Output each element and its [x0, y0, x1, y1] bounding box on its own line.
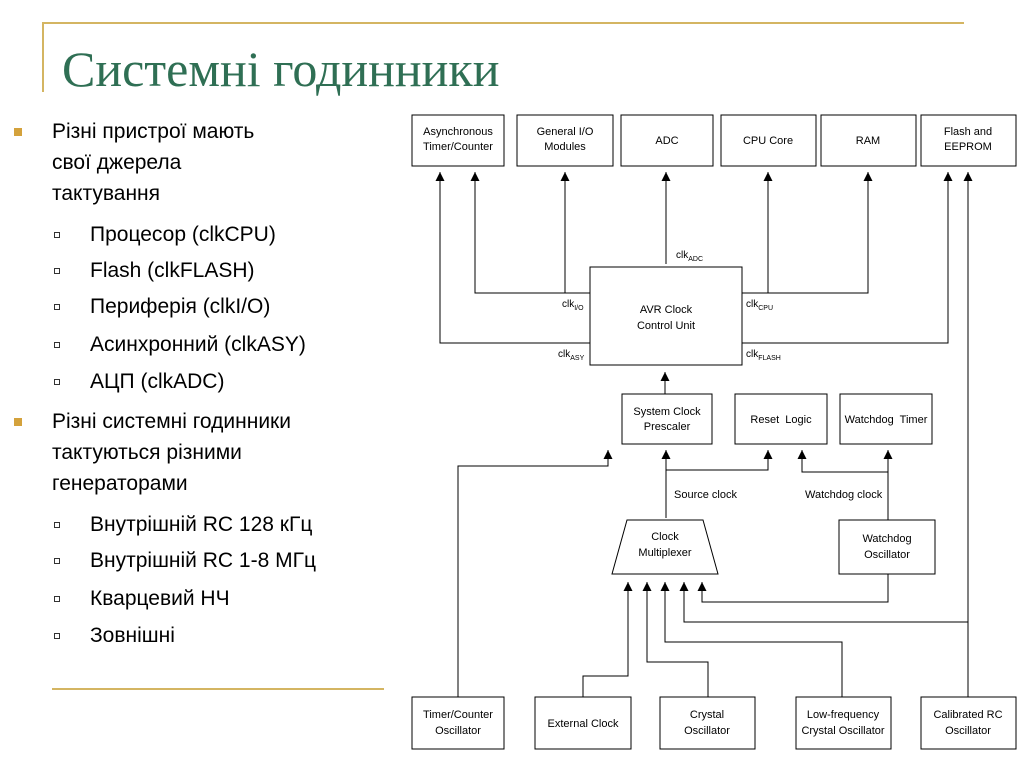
- block-label: CPU Core: [743, 135, 793, 147]
- block-label: Crystal Oscillator: [801, 725, 884, 737]
- async-timer-block: [411, 114, 505, 167]
- left-rule: [42, 22, 44, 92]
- watchdog-timer-block: [839, 393, 933, 445]
- bullet-line: генераторами: [52, 472, 188, 495]
- block-label: Prescaler: [644, 421, 691, 433]
- block-label: Watchdog: [862, 533, 911, 545]
- prescaler-block: [621, 393, 713, 445]
- sub-bullet-text: Кварцевий НЧ: [90, 587, 230, 610]
- block-label: System Clock: [633, 406, 701, 418]
- watchdog-clock-label: Watchdog clock: [805, 489, 883, 501]
- cpu-core-block: [720, 114, 817, 167]
- crystal-oscillator-block: [659, 696, 756, 750]
- bullet-list: Різні пристрої мають свої джерела тактув…: [0, 0, 384, 768]
- flash-eeprom-block: [920, 114, 1017, 167]
- source-clock-label: Source clock: [674, 489, 737, 501]
- sub-bullet-marker: [54, 558, 60, 564]
- block-label: Oscillator: [435, 725, 481, 737]
- bullet-line: тактування: [52, 182, 161, 205]
- lf-crystal-oscillator-block: [795, 696, 892, 750]
- bullet-marker: [14, 128, 22, 136]
- clk-asy-label: clkASY: [558, 349, 585, 362]
- sub-bullet-marker: [54, 304, 60, 310]
- clk-adc-label: clkADC: [676, 250, 703, 263]
- bullet-line: Різні системні годинники: [52, 410, 291, 433]
- sub-bullet-text: Зовнішні: [90, 624, 175, 647]
- sub-bullet-text: Процесор (clkCPU): [90, 223, 276, 246]
- block-label: RAM: [856, 135, 880, 147]
- connection-lines: [435, 172, 973, 697]
- sub-bullet-text: Flash (clkFLASH): [90, 259, 255, 282]
- sub-bullet-marker: [54, 522, 60, 528]
- block-label: Watchdog Timer: [845, 414, 928, 426]
- sub-bullet-marker: [54, 379, 60, 385]
- block-label: Oscillator: [945, 725, 991, 737]
- sub-bullet-marker: [54, 268, 60, 274]
- block-label: Modules: [544, 141, 586, 153]
- block-label: General I/O: [537, 126, 594, 138]
- block-label: Reset Logic: [750, 414, 812, 426]
- sub-bullet-marker: [54, 596, 60, 602]
- block-label: Clock: [651, 531, 679, 543]
- ram-block: [820, 114, 917, 167]
- block-label: Asynchronous: [423, 126, 493, 138]
- watchdog-oscillator-block: [838, 519, 936, 575]
- block-label: Flash and: [944, 126, 992, 138]
- timer-counter-oscillator-block: [411, 696, 505, 750]
- clk-io-label: clkI/O: [562, 299, 584, 312]
- reset-logic-block: [734, 393, 828, 445]
- control-unit-block: [589, 266, 743, 366]
- sub-bullet-marker: [54, 633, 60, 639]
- sub-bullet-text: Периферія (clkI/O): [90, 295, 271, 318]
- block-label: Oscillator: [684, 725, 730, 737]
- bullet-marker: [14, 418, 22, 426]
- block-label: Crystal: [690, 709, 724, 721]
- bullet-line: Різні пристрої мають: [52, 120, 255, 143]
- block-label: External Clock: [548, 718, 619, 730]
- block-label: Control Unit: [637, 320, 695, 332]
- block-label: EEPROM: [944, 141, 992, 153]
- clk-flash-label: clkFLASH: [746, 349, 781, 362]
- sub-bullet-marker: [54, 232, 60, 238]
- block-label: Calibrated RC: [933, 709, 1002, 721]
- sub-bullet-text: Внутрішній RC 1-8 МГц: [90, 549, 316, 572]
- sub-bullet-text: АЦП (clkADC): [90, 370, 225, 393]
- block-label: Multiplexer: [638, 547, 692, 559]
- calibrated-rc-oscillator-block: [920, 696, 1017, 750]
- bullet-line: свої джерела: [52, 151, 182, 174]
- sub-bullet-marker: [54, 342, 60, 348]
- bottom-rule: [52, 688, 384, 690]
- top-rule: [42, 22, 964, 24]
- clock-multiplexer-block: [611, 519, 719, 575]
- block-label: ADC: [655, 135, 678, 147]
- adc-block: [620, 114, 714, 167]
- bullet-line: тактуються різними: [52, 441, 242, 464]
- block-label: Timer/Counter: [423, 709, 493, 721]
- block-label: AVR Clock: [640, 304, 693, 316]
- block-label: Low-frequency: [807, 709, 880, 721]
- sub-bullet-text: Асинхронний (clkASY): [90, 333, 306, 356]
- block-label: Timer/Counter: [423, 141, 493, 153]
- gpio-block: [516, 114, 614, 167]
- external-clock-block: [534, 696, 632, 750]
- block-label: Oscillator: [864, 549, 910, 561]
- slide-title: Системні годинники: [62, 41, 500, 97]
- clk-cpu-label: clkCPU: [746, 299, 773, 312]
- sub-bullet-text: Внутрішній RC 128 кГц: [90, 513, 313, 536]
